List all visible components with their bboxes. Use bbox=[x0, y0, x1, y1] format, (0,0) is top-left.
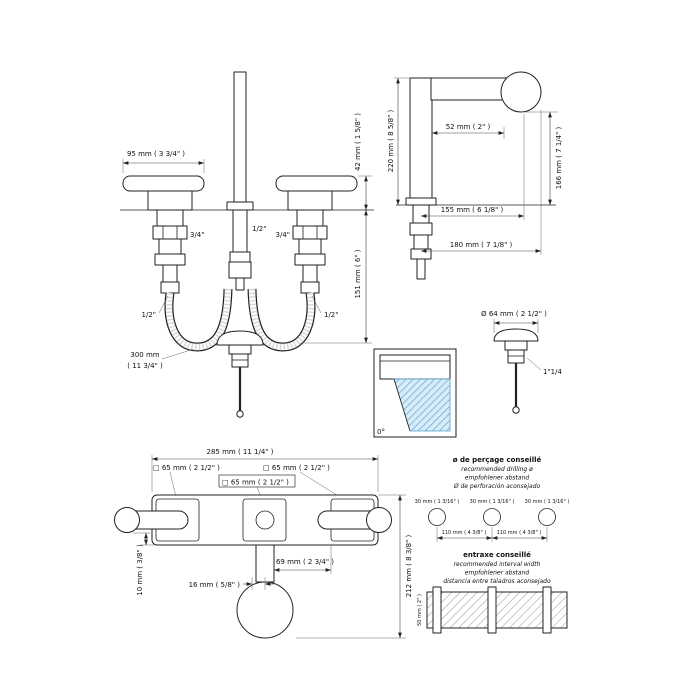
hose-length-line2: ( 11 3/4" ) bbox=[127, 362, 163, 370]
shank-center-section bbox=[487, 586, 497, 634]
interval-note: entraxe conseillé recommended interval w… bbox=[417, 551, 568, 634]
dim-label-180mm: 180 mm ( 7 1/8" ) bbox=[450, 241, 513, 249]
drill-hole-left bbox=[428, 508, 446, 526]
spout-stem-plan bbox=[255, 544, 275, 583]
dim-label-151mm: 151 mm ( 6" ) bbox=[354, 249, 362, 298]
flex-hose-right bbox=[247, 288, 316, 352]
shank-left-section bbox=[432, 586, 442, 634]
interval-line-es: distancia entre taladros aconsejado bbox=[443, 578, 551, 585]
drain-front-view bbox=[216, 330, 264, 418]
drain-thread-label: 1"1/4 bbox=[543, 368, 562, 376]
hole-right-label: 30 mm ( 1 3/16" ) bbox=[525, 499, 570, 505]
lever-right-knob bbox=[366, 507, 392, 533]
hose-size-right-label: 1/2" bbox=[324, 311, 339, 319]
dim-total-width: 285 mm ( 11 1/4" ) bbox=[151, 448, 379, 492]
spout-connection-label: 1/2" bbox=[252, 225, 267, 233]
valve-size-left-label: 3/4" bbox=[190, 231, 205, 239]
dim-label-155mm: 155 mm ( 6 1/8" ) bbox=[441, 206, 504, 214]
valve-size-right-label: 3/4" bbox=[276, 231, 291, 239]
drain-side-view: Ø 64 mm ( 2 1/2" ) 1"1/4 bbox=[481, 310, 562, 414]
handle-left-front bbox=[122, 175, 205, 294]
interval-line-de: empfohlener abstand bbox=[465, 570, 530, 577]
dim-edge-offset: 10 mm ( 3/8" ) bbox=[133, 532, 154, 596]
spout-front bbox=[226, 71, 254, 291]
dim-total-height: 220 mm ( 8 5/8" ) bbox=[387, 77, 410, 205]
drill-hole-center bbox=[483, 508, 501, 526]
hose-size-left-label: 1/2" bbox=[142, 311, 157, 319]
angle-label: 0° bbox=[377, 428, 385, 436]
front-view: 95 mm ( 3 3/4" ) 42 mm ( 1 5/8" ) 151 mm… bbox=[120, 71, 374, 370]
dim-top-offset: 52 mm ( 2" ) bbox=[432, 123, 505, 139]
dim-reach: 155 mm ( 6 1/8" ) bbox=[421, 114, 525, 220]
dim-handle-width: 95 mm ( 3 3/4" ) bbox=[122, 150, 205, 173]
spout-column-side bbox=[409, 77, 433, 206]
interval-line-en: recommended interval width bbox=[454, 561, 541, 568]
dim-lever-offset: 16 mm ( 5/8" ) bbox=[189, 577, 274, 590]
square-left-label: □ 65 mm ( 2 1/2" ) bbox=[153, 464, 220, 472]
flex-hose-left bbox=[164, 288, 233, 352]
dim-height-below-deck: 151 mm ( 6" ) bbox=[300, 210, 372, 344]
hole-left-label: 30 mm ( 1 3/16" ) bbox=[415, 499, 460, 505]
dim-height-above-deck: 42 mm ( 1 5/8" ) bbox=[354, 113, 372, 210]
side-view: 220 mm ( 8 5/8" ) 166 mm ( 7 1/4" ) 52 m… bbox=[387, 71, 563, 280]
drill-hole-right bbox=[538, 508, 556, 526]
lever-left-knob bbox=[114, 507, 140, 533]
popup-rod-ball bbox=[236, 410, 244, 418]
hose-length-note: 300 mm ( 11 3/4" ) bbox=[127, 348, 195, 370]
dim-label-95mm: 95 mm ( 3 3/4" ) bbox=[127, 150, 185, 158]
drain-diameter-label: Ø 64 mm ( 2 1/2" ) bbox=[481, 310, 547, 318]
dim-spout-offset: 69 mm ( 2 3/4" ) bbox=[274, 545, 334, 574]
hose-length-line1: 300 mm bbox=[130, 351, 159, 359]
dim-label-10mm: 10 mm ( 3/8" ) bbox=[136, 544, 144, 596]
hole-center-label: 30 mm ( 1 3/16" ) bbox=[470, 499, 515, 505]
handle-right-front bbox=[275, 175, 358, 294]
dim-label-42mm: 42 mm ( 1 5/8" ) bbox=[354, 113, 362, 171]
dim-label-212mm: 212 mm ( 8 3/8" ) bbox=[405, 534, 413, 597]
drilling-line-de: empfohlener abstand bbox=[465, 475, 530, 482]
dim-total-reach: 180 mm ( 7 1/8" ) bbox=[421, 110, 542, 255]
spout-outlet-side bbox=[500, 71, 542, 113]
dim-label-16mm: 16 mm ( 5/8" ) bbox=[189, 581, 241, 589]
square-center-label: □ 65 mm ( 2 1/2" ) bbox=[222, 479, 289, 487]
interval-title-fr: entraxe conseillé bbox=[463, 551, 531, 559]
dim-depth: 212 mm ( 8 3/8" ) bbox=[296, 494, 413, 639]
spacing-left-label: 110 mm ( 4 3/8" ) bbox=[442, 530, 487, 536]
dim-label-52mm: 52 mm ( 2" ) bbox=[446, 123, 491, 131]
square-right-label: □ 65 mm ( 2 1/2" ) bbox=[263, 464, 330, 472]
installation-angle-detail: 0° bbox=[373, 348, 457, 438]
deck-thickness-label: 50 mm ( 2" ) bbox=[417, 594, 423, 626]
spacing-right-label: 110 mm ( 4 3/8" ) bbox=[497, 530, 542, 536]
drilling-line-en: recommended drilling ø bbox=[461, 466, 533, 473]
drilling-line-es: Ø de perforación aconsejado bbox=[453, 483, 541, 490]
dim-label-220mm: 220 mm ( 8 5/8" ) bbox=[387, 109, 395, 172]
drilling-note: ø de perçage conseillé recommended drill… bbox=[415, 456, 570, 542]
top-view: 285 mm ( 11 1/4" ) □ 65 mm ( 2 1/2" ) □ … bbox=[114, 448, 413, 639]
dim-label-166mm: 166 mm ( 7 1/4" ) bbox=[555, 126, 563, 189]
drilling-title-fr: ø de perçage conseillé bbox=[453, 456, 542, 464]
dim-label-69mm: 69 mm ( 2 3/4" ) bbox=[276, 558, 334, 566]
dim-outlet-height: 166 mm ( 7 1/4" ) bbox=[521, 111, 563, 205]
spout-outlet-plan bbox=[236, 581, 294, 639]
dim-label-285mm: 285 mm ( 11 1/4" ) bbox=[207, 448, 274, 456]
deck-section bbox=[379, 354, 451, 380]
shank-right-section bbox=[542, 586, 552, 634]
